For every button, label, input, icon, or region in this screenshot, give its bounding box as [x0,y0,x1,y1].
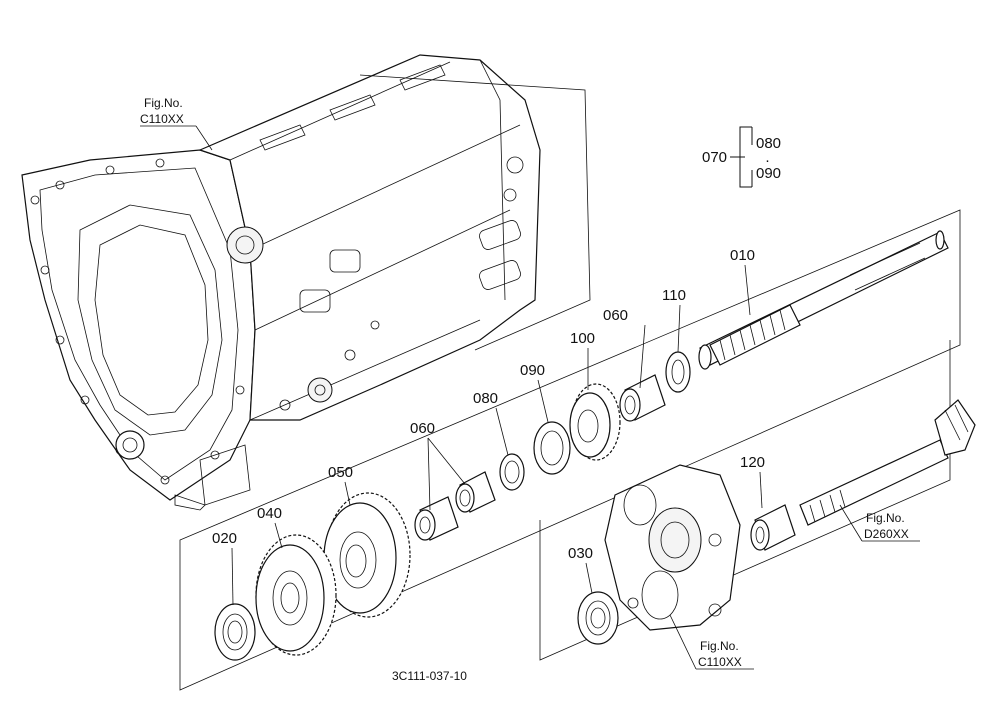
label-060-upper: 060 [603,307,628,324]
drawing-code: 3C111-037-10 [392,669,467,683]
bearing-cover [604,464,741,631]
label-050: 050 [328,464,353,481]
collar-080 [499,453,525,491]
label-120: 120 [740,454,765,471]
fig-ref-cover: Fig.No. C110XX [669,614,754,670]
label-090: 090 [520,362,545,379]
label-020: 020 [212,530,237,547]
gear-050 [323,492,411,618]
fig-ref-case-line2: C110XX [140,112,184,126]
fig-ref-cover-line1: Fig.No. [700,639,739,653]
collar-090 [533,421,571,475]
gear-040 [255,534,337,656]
label-110: 110 [662,287,686,304]
needle-bearing-060-upper [619,374,666,422]
collar-120 [750,504,796,551]
label-080: 080 [473,390,498,407]
main-shaft [698,230,949,370]
callouts: 010 110 060 100 090 080 060 050 040 020 … [212,247,765,606]
ball-bearing-030 [577,591,619,645]
gear-train-frame [179,209,961,691]
gear-100 [569,383,621,461]
kit-child-b-label: 090 [756,165,781,182]
label-030: 030 [568,545,593,562]
fig-ref-case: Fig.No. C110XX [140,96,213,151]
fig-ref-pinion-line1: Fig.No. [866,511,905,525]
fig-ref-pinion: Fig.No. D260XX [839,504,920,542]
fig-ref-cover-line2: C110XX [698,655,742,669]
pinion-shaft [799,399,976,526]
label-040: 040 [257,505,282,522]
kit-bracket: 070 080 · 090 [702,126,781,188]
label-100: 100 [570,330,595,347]
kit-parent-label: 070 [702,149,727,166]
label-010: 010 [730,247,755,264]
needle-bearing-060-pair [414,471,496,541]
kit-child-a-label: 080 [756,135,781,152]
washer-110 [665,351,691,393]
label-060-lower: 060 [410,420,435,437]
kit-dot: · [765,152,770,169]
transmission-case [21,54,541,511]
fig-ref-case-line1: Fig.No. [144,96,183,110]
case-reference-frame [359,74,591,351]
ball-bearing-020 [214,603,256,661]
fig-ref-pinion-line2: D260XX [864,527,909,541]
